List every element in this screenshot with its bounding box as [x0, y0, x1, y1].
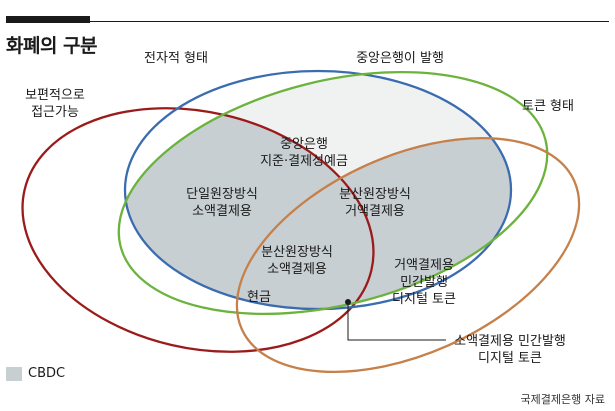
label-universal-2: 접근가능 [31, 105, 79, 120]
label-single-ledger-1: 단일원장방식 [186, 187, 258, 202]
label-cb-deposit-1: 중앙은행 [280, 136, 328, 152]
label-wholesale-token-2: 민간발행 [400, 274, 448, 290]
legend: CBDC [6, 366, 65, 381]
page-title: 화폐의 구분 [6, 35, 98, 57]
cbdc-token-region [236, 138, 511, 309]
label-dlt-retail-2: 소액결제용 [267, 262, 327, 277]
leader-line [347, 302, 446, 341]
label-wholesale-token-3: 디지털 토큰 [392, 292, 456, 307]
label-retail-token-2: 디지털 토큰 [478, 351, 542, 366]
label-cb-deposit-2: 지준·결제성예금 [260, 154, 348, 169]
title-rule-thick [6, 16, 90, 23]
label-dlt-wholesale-1: 분산원장방식 [339, 187, 411, 202]
label-dlt-retail-1: 분산원장방식 [261, 245, 333, 260]
label-universal-1: 보편적으로 [25, 88, 85, 103]
label-single-ledger-2: 소액결제용 [192, 204, 252, 219]
label-electronic: 전자적 형태 [144, 51, 208, 66]
label-token: 토큰 형태 [522, 99, 574, 114]
cbdc-legend-label: CBDC [28, 366, 66, 381]
label-central-bank-issued: 중앙은행이 발행 [356, 50, 444, 66]
label-cash: 현금 [247, 290, 271, 305]
label-wholesale-token-1: 거액결제용 [394, 258, 454, 273]
title-rule-thin [90, 21, 609, 22]
label-dlt-wholesale-2: 거액결제용 [345, 204, 405, 219]
cbdc-legend-swatch [6, 366, 22, 381]
source-note: 국제결제은행 자료 [520, 393, 605, 406]
token-form-ellipse [235, 136, 581, 374]
label-retail-token-1: 소액결제용 민간발행 [454, 333, 566, 349]
central-bank-issued-ellipse [117, 70, 549, 316]
